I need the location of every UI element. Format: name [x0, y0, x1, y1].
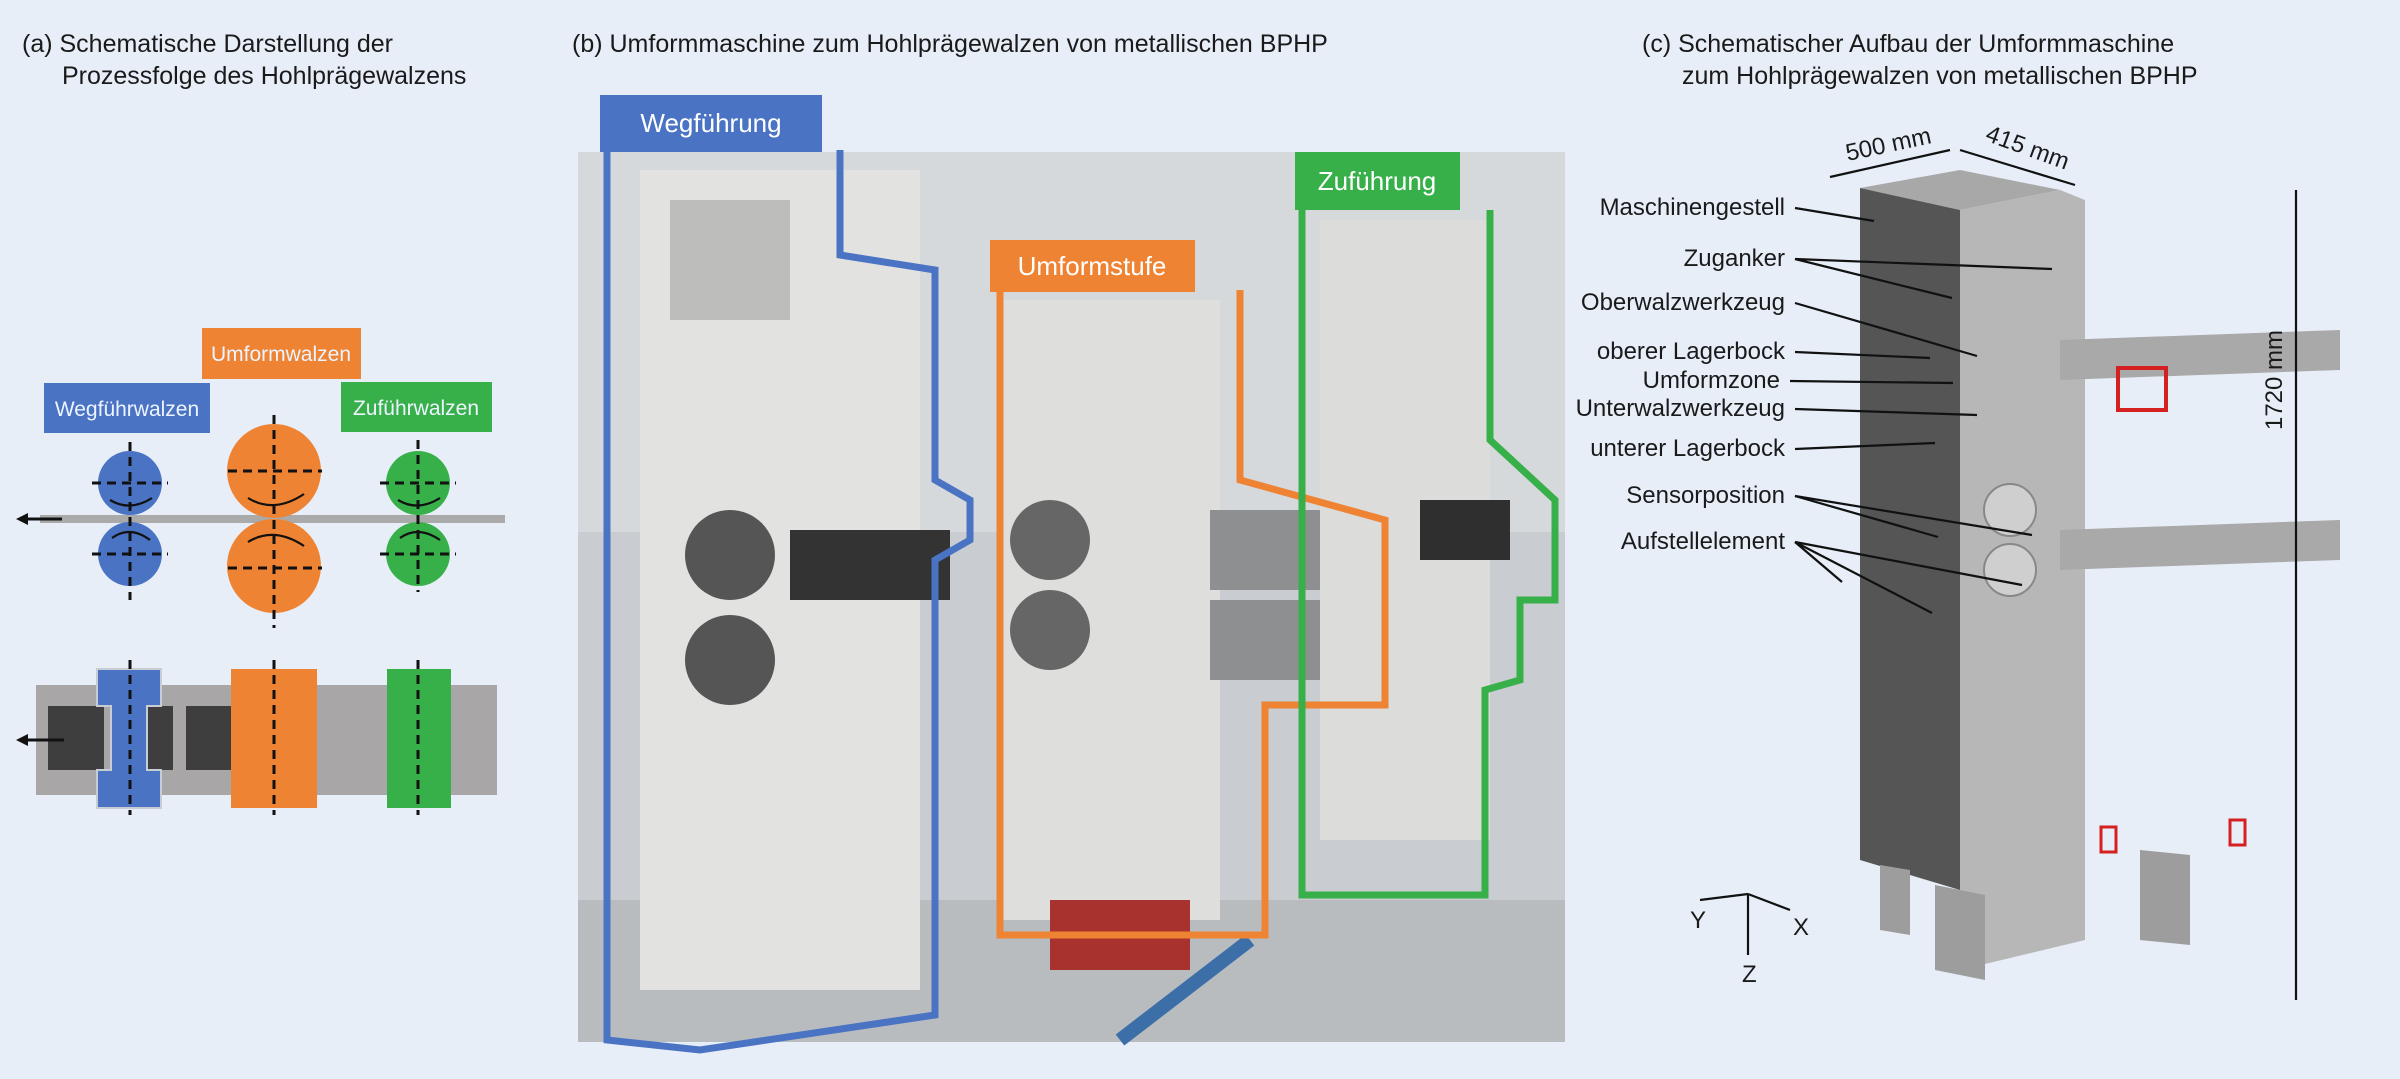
- axis-y-label: Y: [1690, 907, 1706, 934]
- callout-aufstellelement: Aufstellelement: [1621, 528, 1785, 555]
- zufuehrung-label-box: [1295, 152, 1460, 210]
- wegfuehrung-outline: [603, 150, 974, 1054]
- zufuehr-rolls: [380, 440, 456, 592]
- callout-unterer-lagerbock: unterer Lagerbock: [1590, 435, 1786, 462]
- panel-a: (a) Schematische Darstellung der Prozess…: [16, 30, 505, 815]
- callout-zuganker: Zuganker: [1684, 245, 1785, 272]
- callout-sensorposition: Sensorposition: [1626, 482, 1785, 509]
- dimension-height: 1720 mm: [2261, 330, 2288, 430]
- axis-z-label: Z: [1742, 961, 1757, 988]
- wegfuehrwalzen-label-box: [44, 383, 210, 433]
- callout-oberwalzwerkzeug: Oberwalzwerkzeug: [1581, 289, 1785, 316]
- callout-oberer-lagerbock: oberer Lagerbock: [1597, 338, 1786, 365]
- wegfuehrwalzen-label: Wegführwalzen: [55, 398, 199, 421]
- wegfuehrung-label-box: [600, 95, 822, 152]
- zufuehrung-label: Zuführung: [1318, 166, 1437, 196]
- machine-frame-3d: [1860, 170, 2340, 980]
- wegfuehr-rolls: [92, 442, 168, 600]
- axis-x-label: X: [1793, 914, 1809, 941]
- dimension-width: 500 mm: [1843, 122, 1933, 166]
- umformstufe-label: Umformstufe: [1018, 251, 1167, 281]
- panel-c: (c) Schematischer Aufbau der Umformmasch…: [1576, 30, 2340, 1000]
- zufuehrwalzen-label: Zuführwalzen: [353, 397, 479, 420]
- zufuehrwalzen-label-box: [341, 382, 492, 432]
- umformwalzen-label-box: [202, 328, 361, 379]
- dimension-depth: 415 mm: [1982, 120, 2073, 175]
- callout-maschinengestell: Maschinengestell: [1600, 194, 1785, 221]
- callouts: Maschinengestell Zuganker Oberwalzwerkze…: [1576, 194, 2053, 614]
- arrow-head-icon: [16, 513, 28, 525]
- panel-c-title-line2: zum Hohlprägewalzen von metallischen BPH…: [1682, 62, 2198, 90]
- sensor-marker: [2099, 825, 2118, 854]
- top-view-schematic: [16, 660, 497, 815]
- umformwalzen-label: Umformwalzen: [211, 343, 351, 366]
- panel-a-title-line1: (a) Schematische Darstellung der: [22, 30, 393, 58]
- sheet-strip: [40, 515, 505, 523]
- panel-b-title: (b) Umformmaschine zum Hohlprägewalzen v…: [572, 30, 1328, 58]
- zufuehrung-outline: [1298, 210, 1559, 899]
- panel-c-title-line1: (c) Schematischer Aufbau der Umformmasch…: [1642, 30, 2174, 58]
- umformstufe-outline: [996, 290, 1389, 939]
- sensor-marker: [2228, 818, 2247, 847]
- umform-rolls: [227, 415, 322, 628]
- wegfuehrung-label: Wegführung: [640, 108, 781, 138]
- panel-a-title-line2: Prozessfolge des Hohlprägewalzens: [62, 62, 466, 90]
- umformstufe-label-box: [990, 240, 1195, 292]
- panel-b: (b) Umformmaschine zum Hohlprägewalzen v…: [572, 30, 1565, 1054]
- coordinate-axes: Y X Z: [1690, 892, 1809, 988]
- umformzone-marker: [2116, 366, 2168, 412]
- callout-unterwalzwerkzeug: Unterwalzwerkzeug: [1576, 395, 1785, 422]
- callout-umformzone: Umformzone: [1643, 367, 1780, 394]
